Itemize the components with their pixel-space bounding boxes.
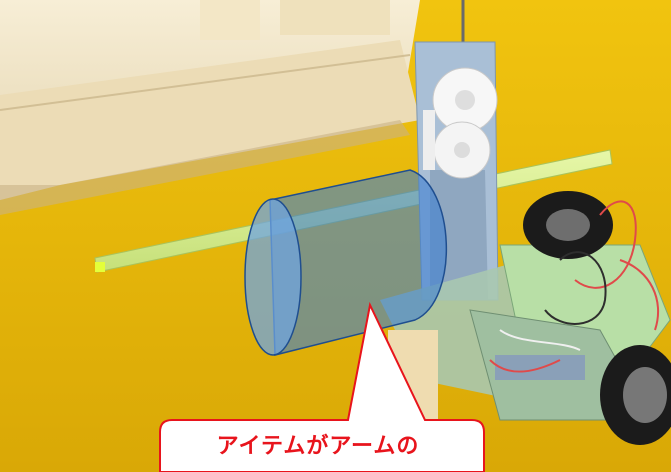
robot-base (380, 244, 671, 421)
item-cylinder-overlay (244, 169, 448, 356)
robot-wires (489, 200, 660, 373)
robot-wheels (523, 191, 671, 445)
wooden-frame (0, 0, 420, 215)
callout-bubble (159, 301, 485, 472)
